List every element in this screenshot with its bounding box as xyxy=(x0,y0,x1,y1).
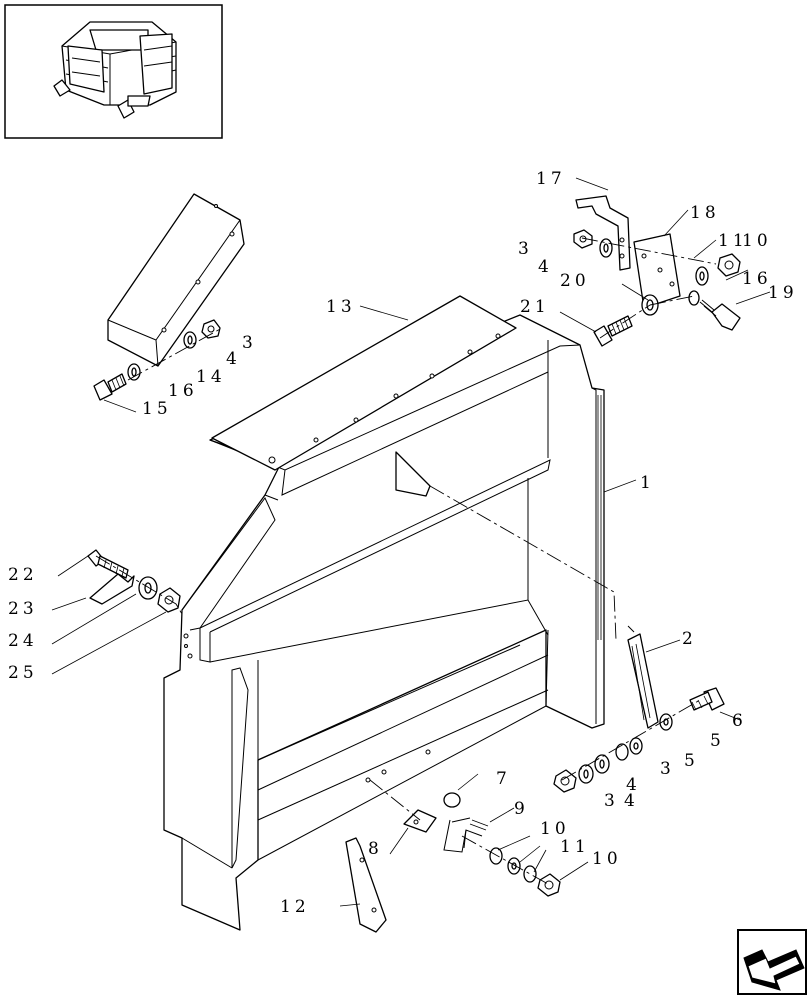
u-bolt-9 xyxy=(443,817,489,853)
callout-labels: 1 2 13 17 18 3 4 20 21 11 10 16 19 3 4 1… xyxy=(8,169,798,917)
callout-22: 22 xyxy=(8,565,38,585)
callout-3-a: 3 xyxy=(660,759,675,779)
washer-16-right xyxy=(688,290,700,306)
bolt-6 xyxy=(689,687,725,711)
callout-8: 8 xyxy=(368,839,383,859)
callout-9: 9 xyxy=(514,799,529,819)
callout-1: 1 xyxy=(640,473,655,493)
callout-25: 25 xyxy=(8,663,38,683)
previous-page-arrow-icon[interactable] xyxy=(737,929,807,995)
callout-4-top: 4 xyxy=(538,257,553,277)
callout-19: 19 xyxy=(768,283,798,303)
top-cover-plate xyxy=(211,295,517,471)
callout-3-d: 3 xyxy=(604,791,619,811)
callout-23: 23 xyxy=(8,599,38,619)
washer-11-mid xyxy=(507,857,521,875)
washer-11-b xyxy=(523,865,537,883)
nut-11-right xyxy=(717,253,741,277)
callout-11-top: 11 xyxy=(718,231,748,251)
callout-6: 6 xyxy=(732,711,747,731)
callout-10-mid: 10 xyxy=(540,819,570,839)
callout-20: 20 xyxy=(560,271,590,291)
callout-16-left: 16 xyxy=(168,381,198,401)
main-frame-panel xyxy=(163,314,605,931)
callout-2: 2 xyxy=(682,629,697,649)
callout-3-left: 3 xyxy=(242,333,257,353)
washer-10-right xyxy=(695,266,709,286)
callout-17: 17 xyxy=(536,169,566,189)
callout-15: 15 xyxy=(142,399,172,419)
nut-10-bottom xyxy=(537,873,561,897)
callout-4-c: 4 xyxy=(624,791,639,811)
plate-18 xyxy=(633,233,681,309)
washer-24 xyxy=(138,576,158,600)
bracket-12 xyxy=(345,837,387,933)
callout-3-top: 3 xyxy=(518,239,533,259)
callout-10-bottom: 10 xyxy=(592,849,622,869)
bolt-19 xyxy=(699,299,741,331)
callout-11-mid: 11 xyxy=(560,837,590,857)
clip-23 xyxy=(89,573,135,605)
washer-10-mid xyxy=(489,847,503,865)
bolt-15 xyxy=(93,373,127,401)
leader-lines xyxy=(51,177,771,907)
callout-24: 24 xyxy=(8,631,38,651)
callout-16-right: 16 xyxy=(742,269,772,289)
washer-16-left xyxy=(127,363,141,381)
nut-3-left xyxy=(201,319,221,339)
washer-5-b xyxy=(629,737,643,755)
latch-8 xyxy=(403,809,437,833)
callout-18: 18 xyxy=(690,203,720,223)
callout-7: 7 xyxy=(496,769,511,789)
upper-left-guard xyxy=(107,193,245,367)
callout-4-left: 4 xyxy=(226,349,241,369)
washer-4-left xyxy=(183,331,197,349)
cap-7 xyxy=(443,792,461,808)
bolt-22 xyxy=(87,549,129,579)
baler-overview-icon xyxy=(53,21,177,119)
assembly-lines xyxy=(95,237,717,885)
washer-4-b xyxy=(578,764,594,784)
washer-3-a xyxy=(615,743,629,761)
callout-4-b: 4 xyxy=(626,775,641,795)
callout-5-a: 5 xyxy=(710,731,725,751)
callout-5-b: 5 xyxy=(684,751,699,771)
callout-10-top: 10 xyxy=(742,231,772,251)
bracket-17 xyxy=(575,195,631,271)
callout-14: 14 xyxy=(196,367,226,387)
callout-21: 21 xyxy=(520,297,550,317)
washer-4-a xyxy=(594,754,610,774)
hardware xyxy=(87,229,741,933)
thumbnail-box xyxy=(4,4,223,139)
nut-3-top xyxy=(573,229,593,249)
rod-2 xyxy=(627,625,659,729)
callout-13: 13 xyxy=(326,297,356,317)
callout-12: 12 xyxy=(280,897,310,917)
